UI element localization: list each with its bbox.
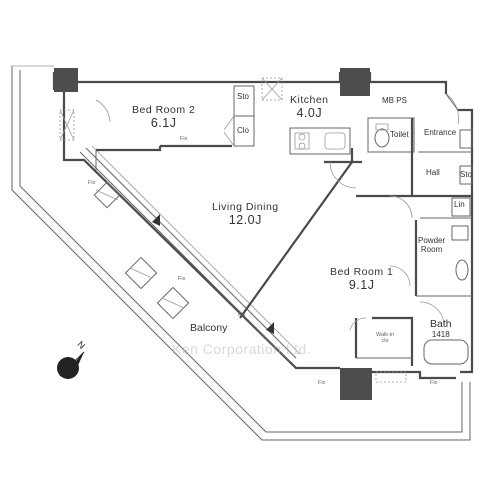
bedroom2-storage xyxy=(223,85,255,147)
bedroom1-label: Bed Room 1 9.1J xyxy=(330,266,393,292)
balcony-outline xyxy=(11,65,471,441)
watermark: Ken Corporation Ltd. xyxy=(172,341,312,357)
sto-label-2: Sto xyxy=(460,170,473,179)
outdoor-units xyxy=(93,181,190,320)
living-name: Living Dining xyxy=(212,201,279,213)
walkin-line2: clo xyxy=(381,338,389,345)
balcony-label: Balcony xyxy=(190,322,228,334)
mbps-label: MB PS xyxy=(382,96,407,105)
door-swings xyxy=(95,99,445,331)
living-size: 12.0J xyxy=(228,213,262,228)
bedroom2-size: 6.1J xyxy=(150,116,177,131)
lin-label: Lin xyxy=(454,200,465,209)
fix-mark: Fix xyxy=(88,180,96,186)
window-wall xyxy=(79,145,301,363)
walkin-label: Walk-in clo xyxy=(376,332,394,345)
fix-mark: Fix xyxy=(318,380,326,386)
fix-mark: Fix xyxy=(178,276,186,282)
bathtub xyxy=(423,339,469,365)
kitchen-counter xyxy=(289,127,351,155)
interior-walls xyxy=(95,117,472,366)
living-label: Living Dining 12.0J xyxy=(212,201,279,227)
entrance-label: Entrance xyxy=(424,128,457,137)
bedroom2-name: Bed Room 2 xyxy=(132,104,196,116)
walkin-line1: Walk-in xyxy=(376,332,395,338)
kitchen-label: Kitchen 4.0J xyxy=(290,94,329,120)
toilet-fixture xyxy=(374,128,390,148)
powder-room-label: Powder Room xyxy=(418,236,445,254)
column-top-left xyxy=(54,68,78,92)
bath-size: 1418 xyxy=(431,330,450,340)
bedroom1-size: 9.1J xyxy=(348,278,375,293)
north-arrow-icon xyxy=(57,351,85,379)
fridge-space xyxy=(261,77,283,101)
fix-mark: Fix xyxy=(430,380,438,386)
kitchen-size: 4.0J xyxy=(296,106,323,121)
toilet-label: Toilet xyxy=(390,130,409,139)
fix-mark: Fix xyxy=(180,136,188,142)
column-bottom xyxy=(340,368,372,400)
powder-room-line2: Room xyxy=(420,245,443,255)
clo-label-1: Clo xyxy=(237,126,250,135)
kitchen-name: Kitchen xyxy=(290,94,329,106)
bath-name: Bath xyxy=(430,318,452,330)
hall-label: Hall xyxy=(426,168,440,177)
column-top-mid xyxy=(340,68,370,96)
bedroom2-label: Bed Room 2 6.1J xyxy=(132,104,195,130)
powder-room-line1: Powder xyxy=(418,236,446,245)
bedroom1-name: Bed Room 1 xyxy=(330,266,394,278)
fix-mark: Fix xyxy=(238,312,246,318)
sto-label-1: Sto xyxy=(237,92,250,101)
bath-label: Bath 1418 xyxy=(430,318,452,339)
